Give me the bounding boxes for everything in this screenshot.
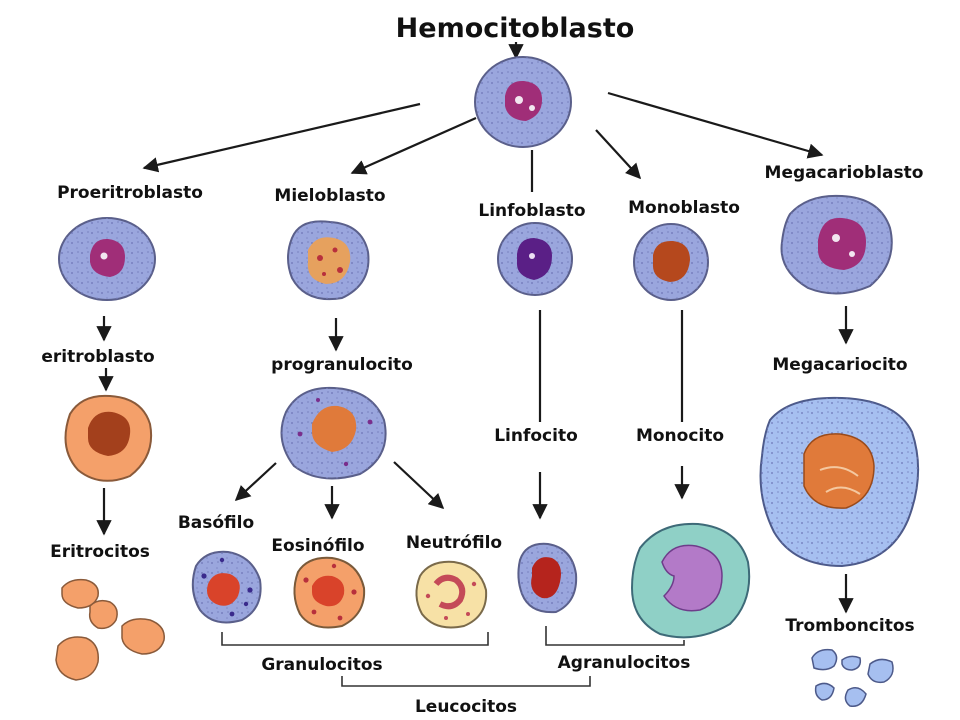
label-progranulocito: progranulocito: [271, 355, 413, 375]
label-basofilo: Basófilo: [178, 513, 254, 533]
megacarioblasto-cell: [780, 194, 893, 295]
label-eritroblasto: eritroblasto: [41, 347, 154, 367]
label-proeritroblasto: Proeritroblasto: [57, 183, 203, 203]
eritrocitos-cells: [55, 578, 165, 681]
bracket-leucocitos: [341, 676, 591, 687]
title-hemocitoblasto: Hemocitoblasto: [396, 13, 635, 44]
label-megacarioblasto: Megacarioblasto: [765, 163, 924, 183]
label-eosinofilo: Eosinófilo: [271, 536, 364, 556]
label-leucocitos: Leucocitos: [415, 697, 517, 717]
label-tromboncitos: Tromboncitos: [785, 616, 914, 636]
label-agranulocitos: Agranulocitos: [558, 653, 691, 673]
mieloblasto-cell: [287, 220, 370, 300]
progranulocito-cell: [280, 386, 387, 480]
basofilo-cell: [191, 550, 262, 624]
neutrofilo-cell: [415, 560, 488, 629]
eritroblasto-cell: [64, 394, 152, 482]
tromboncitos-cells: [811, 648, 894, 707]
label-monocito: Monocito: [636, 426, 724, 446]
label-megacariocito: Megacariocito: [772, 355, 907, 375]
megacariocito-cell: [759, 396, 920, 568]
label-neutrofilo: Neutrófilo: [406, 533, 502, 553]
label-monoblasto: Monoblasto: [628, 198, 740, 218]
eosinofilo-cell: [293, 556, 366, 629]
arrow-to-mieloblasto: [350, 116, 477, 175]
arrow-to-proeritroblasto: [142, 102, 421, 173]
arrow-to-neutrofilo: [393, 461, 445, 510]
arrow-to-megacarioblasto: [607, 91, 824, 159]
linfocito-cell: [517, 542, 578, 614]
bracket-granulocitos: [221, 632, 489, 646]
label-mieloblasto: Mieloblasto: [274, 186, 385, 206]
linfoblasto-cell: [497, 222, 573, 296]
monocito-cell: [630, 522, 751, 639]
arrow-to-basofilo: [234, 462, 277, 502]
proeritroblasto-cell: [58, 217, 156, 301]
label-eritrocitos: Eritrocitos: [50, 542, 150, 562]
bracket-agranulocitos: [545, 626, 685, 646]
hemocitoblasto-cell: [474, 56, 572, 148]
label-linfoblasto: Linfoblasto: [478, 201, 585, 221]
label-linfocito: Linfocito: [494, 426, 578, 446]
label-granulocitos: Granulocitos: [261, 655, 382, 675]
monoblasto-cell: [633, 223, 709, 301]
arrow-to-monoblasto: [595, 129, 642, 180]
